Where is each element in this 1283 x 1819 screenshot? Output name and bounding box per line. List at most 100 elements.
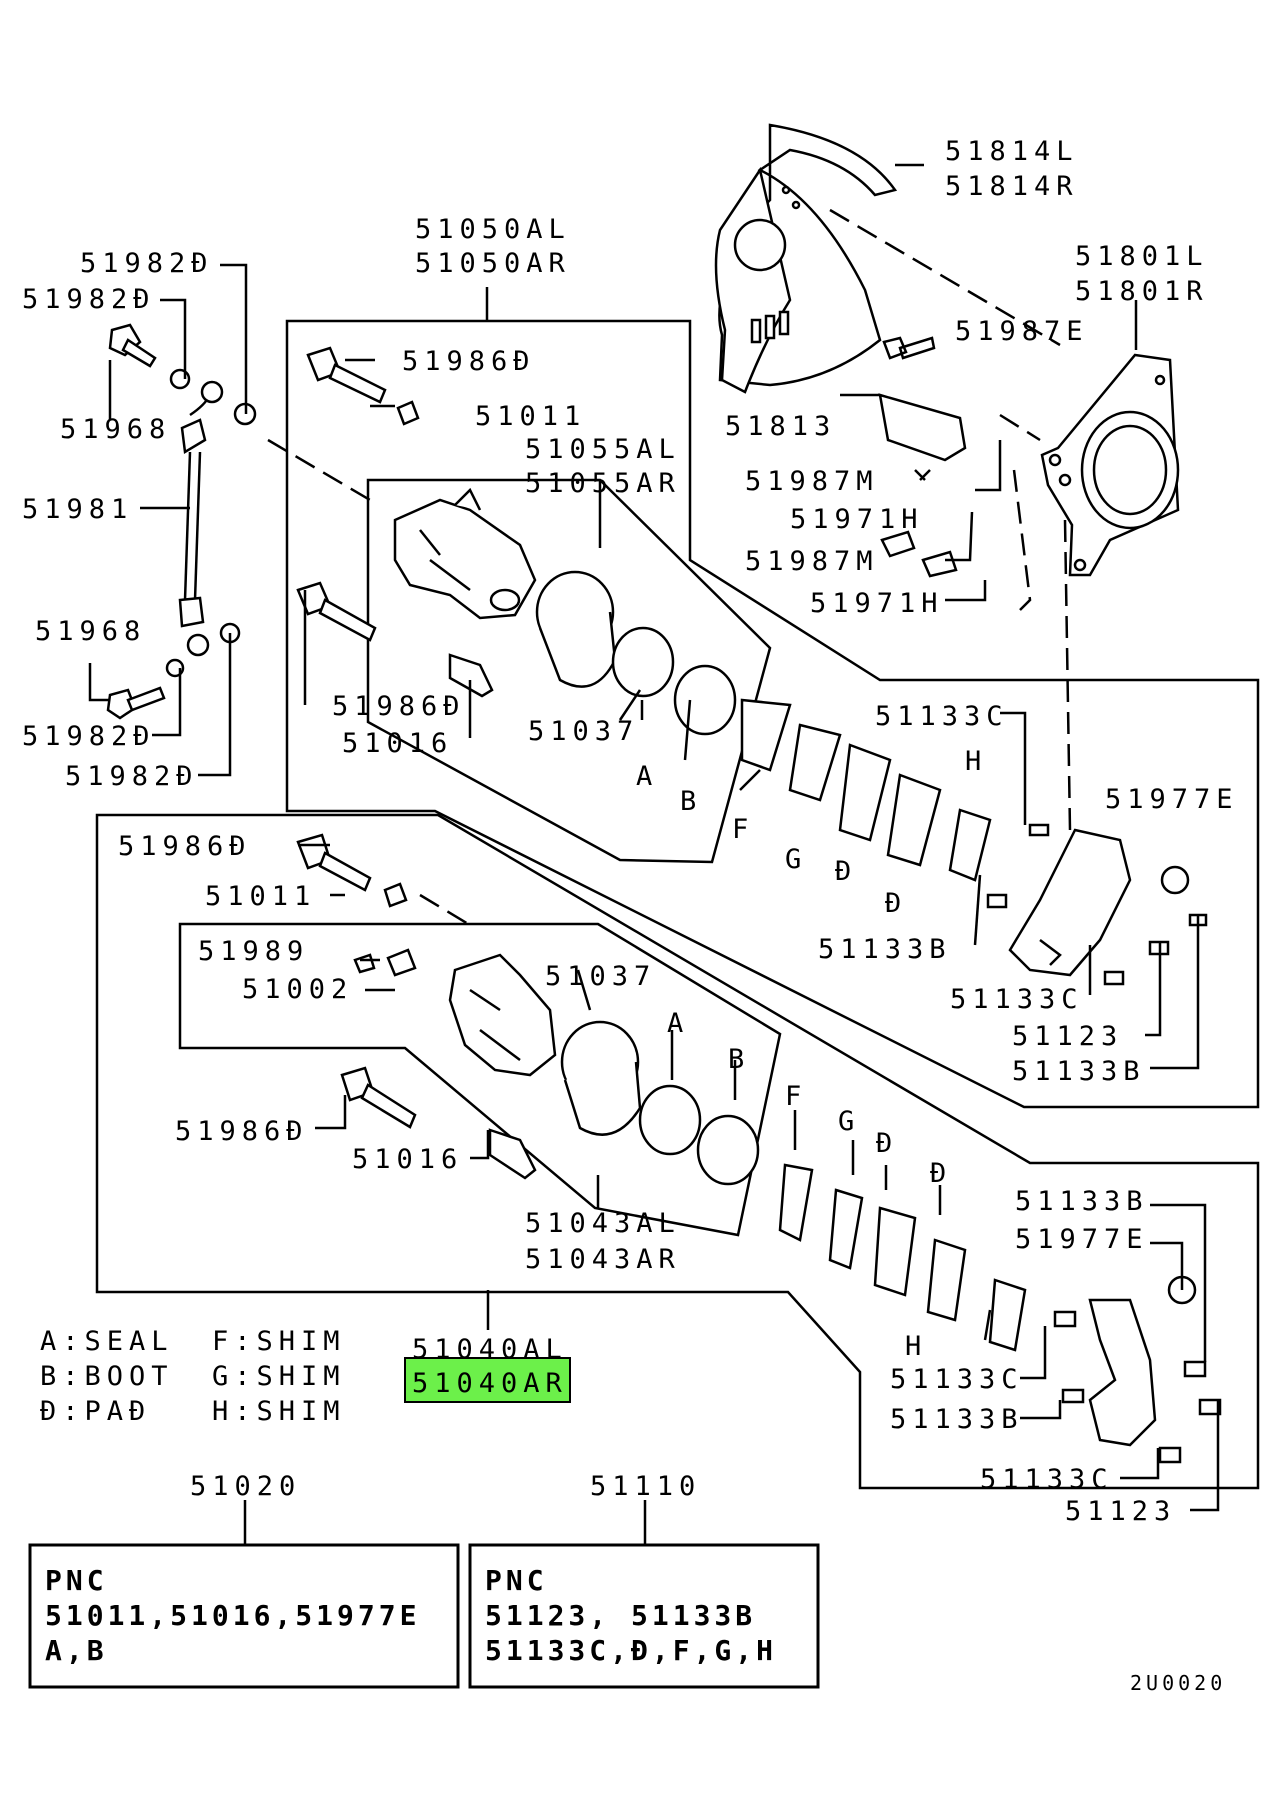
centerline-mount <box>1012 469 1032 611</box>
label-51987e-1: 51987E <box>955 316 1089 347</box>
seal-lower <box>638 1084 702 1156</box>
legend-f: F:SHIM <box>212 1326 346 1357</box>
centerline-shield <box>829 208 1061 347</box>
label-51050al: 51050AL <box>415 214 571 245</box>
label-51016-2: 51016 <box>352 1144 463 1175</box>
seal-upper <box>611 626 675 698</box>
label-51123-1: 51123 <box>1012 1021 1123 1052</box>
label-letter-d-2: Đ <box>885 888 907 919</box>
banjo-bolt-lower <box>106 686 166 720</box>
label-51986d-2: 51986Đ <box>332 691 466 722</box>
washer-upper <box>169 368 191 390</box>
boot-lower-small <box>383 882 408 908</box>
label-51977e-2: 51977E <box>1015 1224 1149 1255</box>
bolt-51987e <box>882 336 936 360</box>
caliper-bracket-upper <box>1008 828 1132 977</box>
label-51814l: 51814L <box>945 136 1079 167</box>
label-51968-2: 51968 <box>35 616 146 647</box>
shim-f-lower <box>778 1163 814 1242</box>
pad-upper-2 <box>886 773 942 867</box>
shim-g-upper <box>788 723 842 802</box>
legend-g: G:SHIM <box>212 1361 346 1392</box>
label-letter-d-3: Đ <box>876 1128 898 1159</box>
label-51971h-2: 51971H <box>810 588 944 619</box>
label-51801r: 51801R <box>1075 276 1209 307</box>
sleeve-bolt-lower <box>488 1128 537 1180</box>
label-51982d-4: 51982Đ <box>65 761 199 792</box>
label-51055al: 51055AL <box>525 434 681 465</box>
kit-51110-line-2: 51133C,Đ,F,G,H <box>485 1634 777 1667</box>
label-51011-2: 51011 <box>205 881 316 912</box>
guide-pin-upper-2 <box>296 581 377 642</box>
caliper-bracket-lower <box>1088 1298 1157 1447</box>
label-letter-a-1: A <box>636 761 658 792</box>
label-51986d-1: 51986Đ <box>402 346 536 377</box>
kit-box-51020: PNC 51011,51016,51977E A,B <box>28 1543 460 1689</box>
bleeder-upper <box>448 653 494 698</box>
clip-lower-1 <box>1053 1310 1077 1328</box>
label-51813: 51813 <box>725 411 836 442</box>
legend-a: A:SEAL <box>40 1326 174 1357</box>
kit-box-51110: PNC 51123, 51133B 51133C,Đ,F,G,H <box>468 1543 820 1689</box>
caliper-body-upper <box>393 487 537 620</box>
clip-lower-2 <box>1061 1388 1085 1404</box>
diagram-code: 2U0020 <box>1130 1671 1226 1695</box>
label-51043al: 51043AL <box>525 1208 681 1239</box>
label-51050ar: 51050AR <box>415 248 571 279</box>
centerline-bracket <box>1063 519 1072 831</box>
shim-f-upper <box>740 698 792 772</box>
guide-pin-upper-1 <box>306 346 387 404</box>
pad-lower-2 <box>926 1238 967 1322</box>
kit-51020-line-1: 51011,51016,51977E <box>45 1599 420 1632</box>
banjo-bolt-upper <box>108 323 157 368</box>
piston-lower <box>560 1020 642 1136</box>
part-labels: 51814L 51814R 51801L 51801R 51050AL 5105… <box>22 136 1239 1527</box>
dust-shield <box>714 123 898 394</box>
label-51110: 51110 <box>590 1471 701 1502</box>
caliper-assembly-outline-lower <box>95 813 1260 1490</box>
label-51133c-1: 51133C <box>875 701 1009 732</box>
clip-lower-4 <box>1198 1398 1222 1416</box>
label-51133b-4: 51133B <box>890 1404 1024 1435</box>
label-51982d-2: 51982Đ <box>22 284 156 315</box>
clip-upper-2 <box>986 893 1008 909</box>
label-51801l: 51801L <box>1075 241 1209 272</box>
label-51987m-1: 51987M <box>745 466 879 497</box>
label-letter-h-1: H <box>965 746 987 777</box>
centerline-hose <box>267 438 371 502</box>
kit-51020-heading: PNC <box>45 1564 108 1597</box>
kit-51020-line-2: A,B <box>45 1634 108 1667</box>
pad-upper-1 <box>838 743 892 842</box>
label-51037-1: 51037 <box>528 716 639 747</box>
piston-upper <box>535 570 617 688</box>
guide-pin-lower-1 <box>296 833 372 892</box>
label-letter-a-2: A <box>667 1008 689 1039</box>
shim-h-lower <box>988 1278 1027 1352</box>
caliper-body-lower <box>448 953 557 1077</box>
pad-lower-1 <box>873 1206 917 1297</box>
label-51011-1: 51011 <box>475 401 586 432</box>
label-51055ar: 51055AR <box>525 468 681 499</box>
clip-upper-1 <box>1028 823 1050 837</box>
label-51016-1: 51016 <box>342 728 453 759</box>
caliper-assembly-outline-upper <box>285 319 1260 1109</box>
label-51043ar: 51043AR <box>525 1244 681 1275</box>
label-letter-b-1: B <box>680 786 702 817</box>
label-51981: 51981 <box>22 494 133 525</box>
kit-51110-heading: PNC <box>485 1564 548 1597</box>
label-letter-h-2: H <box>905 1331 927 1362</box>
label-letter-f-2: F <box>785 1081 807 1112</box>
clip-upper-3 <box>1103 970 1125 986</box>
caliper-kit-outline-lower <box>178 922 782 1237</box>
label-51968-1: 51968 <box>60 414 171 445</box>
label-51123-2: 51123 <box>1065 1496 1176 1527</box>
label-letter-d-1: Đ <box>835 856 857 887</box>
boot-upper <box>673 664 737 736</box>
label-51002: 51002 <box>242 974 353 1005</box>
label-51977e-1: 51977E <box>1105 784 1239 815</box>
clip-lower-5 <box>1158 1446 1182 1464</box>
centerline-lower <box>419 893 471 927</box>
label-letter-g-2: G <box>838 1106 860 1137</box>
